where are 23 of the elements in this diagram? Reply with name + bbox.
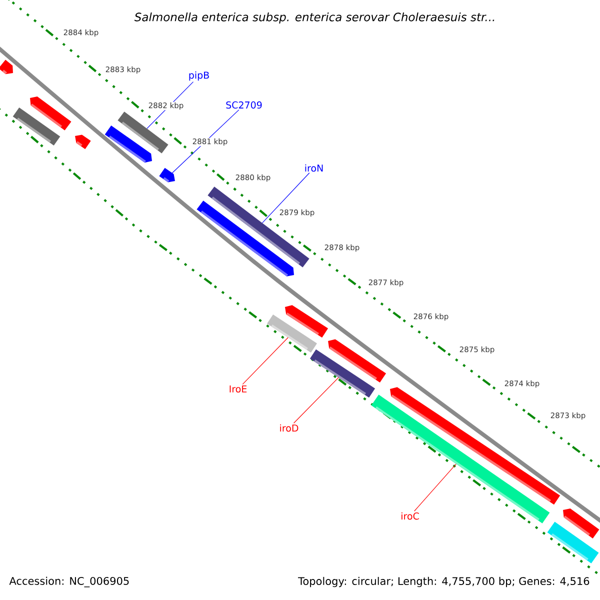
gene-label: IroE: [230, 385, 247, 393]
leader-line: [172, 110, 240, 174]
gene-bar: [118, 112, 168, 154]
leader-line: [262, 172, 310, 224]
gene-label: iroD: [280, 424, 298, 432]
gene-bar: [547, 522, 599, 564]
gene-bar: [267, 314, 317, 353]
gene-bar: [159, 168, 175, 182]
gene-label: pipB: [189, 71, 209, 81]
gene-bar: [371, 394, 550, 524]
footer-text: Accession: NC_006905: [9, 576, 129, 588]
gene-label: SC2709: [226, 101, 262, 109]
title: Salmonella enterica subsp. enterica serovar Choleraesuis str...: [134, 12, 494, 24]
gene-bar: [12, 108, 60, 146]
gene-bar: [75, 134, 91, 150]
leader-line: [414, 464, 456, 512]
gene-label: iroN: [305, 164, 323, 172]
leader-line: [294, 377, 339, 424]
footer-text: Topology: circular; Length: 4,755,700 bp; Genes: 4,516: [298, 576, 590, 588]
leader-line: [242, 337, 288, 385]
gene-label: iroC: [402, 512, 419, 520]
gene-bar: [310, 349, 376, 398]
gene-bar: [0, 60, 13, 74]
